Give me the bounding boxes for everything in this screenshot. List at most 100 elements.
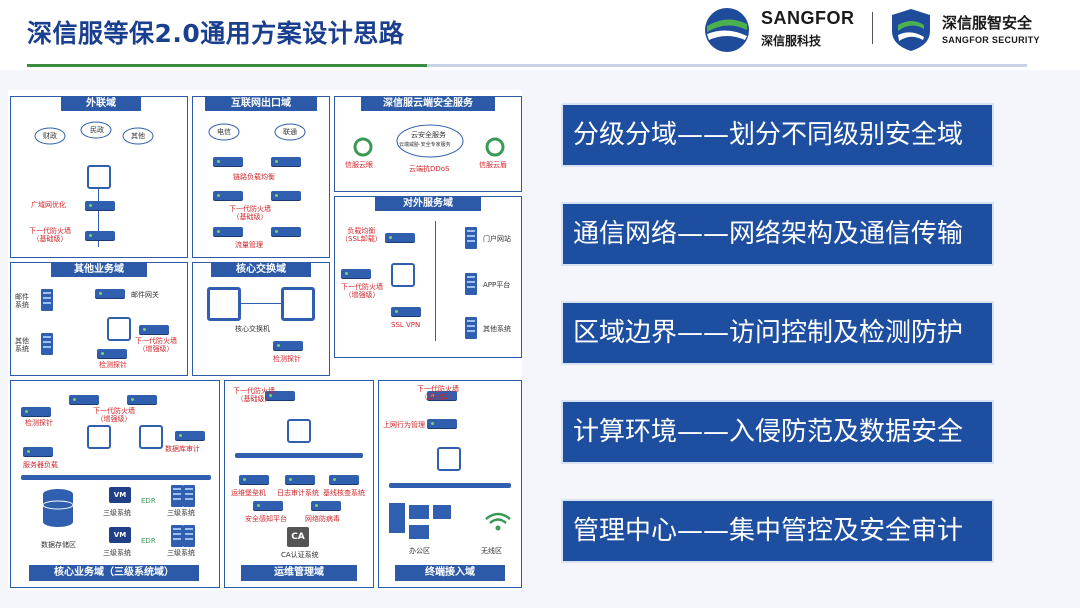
- slb-device: [23, 447, 53, 456]
- principle-text: 管理中心——集中管控及安全审计: [573, 516, 964, 546]
- label-sec-platform: 安全感知平台: [245, 515, 287, 523]
- wifi-icon: [485, 512, 511, 531]
- zone-core-switch-title: 核心交换域: [211, 263, 311, 277]
- label-cloud-eye: 信服云眼: [345, 161, 373, 169]
- log-audit-device: [285, 475, 315, 484]
- label-office: 办公区: [409, 547, 430, 555]
- label-portal: 门户网站: [483, 235, 511, 243]
- zone-external-title: 外联域: [61, 97, 141, 111]
- vm-icon: VM: [109, 527, 131, 543]
- server-icon: [183, 485, 195, 507]
- bastion-device: [239, 475, 269, 484]
- probe-device: [97, 349, 127, 358]
- principle-list: 分级分域——划分不同级别安全域 通信网络——网络架构及通信传输 区域边界——访问…: [561, 103, 994, 598]
- behavior-device: [427, 419, 457, 428]
- principle-item: 计算环境——入侵防范及数据安全: [561, 400, 994, 464]
- principle-text: 通信网络——网络架构及通信传输: [573, 219, 964, 249]
- other-server: [41, 333, 53, 355]
- app-server: [465, 273, 477, 295]
- zone-cloud-service: 深信服云端安全服务 信服云眼 云安全服务 云端威胁·安全专家服务 云端抗DDoS…: [334, 96, 522, 192]
- label-ngfw-basic-ops: 下一代防火墙 （基础级）: [233, 387, 275, 403]
- ngfw-device: [341, 269, 371, 278]
- principle-text: 区域边界——访问控制及检测防护: [573, 318, 964, 348]
- network-diagram: 外联域 财政 民政 其他 广域网优化 下一代防火墙 （基础级） 互联网出口域 电…: [8, 90, 522, 590]
- label-other-systems: 其他系统: [483, 325, 511, 333]
- label-core-switch: 核心交换机: [235, 325, 270, 333]
- principle-item: 管理中心——集中管控及安全审计: [561, 499, 994, 563]
- zone-core-business-title: 核心业务域（三级系统域）: [29, 565, 199, 581]
- label-data-storage: 数据存储区: [41, 541, 76, 549]
- title-divider: [27, 64, 1027, 67]
- label-link-lb: 链路负载均衡: [233, 173, 275, 181]
- server-icon: [171, 525, 183, 547]
- link: [241, 303, 281, 304]
- label-wireless: 无线区: [481, 547, 502, 555]
- zone-core-switch: 核心交换域 核心交换机 检测探针: [192, 262, 330, 376]
- label-probe-1: 检测探针: [99, 361, 127, 369]
- lb-device: [213, 157, 243, 166]
- ngfw-device: [213, 191, 243, 200]
- ngfw-device: [427, 391, 457, 400]
- label-cloud-sec-sub: 云端威胁·安全专家服务: [399, 142, 451, 148]
- label-probe-3: 检测探针: [25, 419, 53, 427]
- brand-security-name: 深信服智安全: [942, 14, 1033, 32]
- label-level3-b: 三级系统: [167, 509, 195, 517]
- zone-internet-exit-title: 互联网出口域: [205, 97, 317, 111]
- zone-public-service-title: 对外服务域: [375, 197, 481, 211]
- vm-icon: VM: [109, 487, 131, 503]
- label-ngfw-enhanced-pub: 下一代防火墙 （增强级）: [341, 283, 383, 299]
- label-qita: 其他: [131, 132, 145, 140]
- label-log-audit: 日志审计系统: [277, 489, 319, 497]
- label-level3-c: 三级系统: [103, 549, 131, 557]
- label-ca: CA认证系统: [281, 551, 319, 559]
- portal-server: [465, 227, 477, 249]
- lb-device: [385, 233, 415, 242]
- server-icon: [171, 485, 183, 507]
- title-bar: 深信服等保2.0通用方案设计思路 SANGFOR 深信服科技 深信服智安全 SA…: [0, 0, 1080, 70]
- brand-name: SANGFOR: [761, 8, 855, 28]
- brand-sub: 深信服科技: [761, 34, 822, 48]
- zone-external: 外联域 财政 民政 其他 广域网优化 下一代防火墙 （基础级）: [10, 96, 188, 258]
- label-bastion: 运维堡垒机: [231, 489, 266, 497]
- zone-internet-exit: 互联网出口域 电信 联通 链路负载均衡 下一代防火墙 （基础级） 流量管理: [192, 96, 330, 258]
- label-wan-opt: 广域网优化: [31, 201, 66, 209]
- label-ngfw-basic-2: 下一代防火墙 （基础级）: [229, 205, 271, 221]
- baseline-device: [329, 475, 359, 484]
- sangfor-logo: SANGFOR 深信服科技: [703, 6, 858, 54]
- label-minzheng: 民政: [90, 126, 104, 134]
- switch-icon: [87, 165, 111, 189]
- label-server-lb: 服务器负载: [23, 461, 58, 469]
- zone-terminal-title: 终端接入域: [395, 565, 505, 581]
- other-server: [465, 317, 477, 339]
- cloud-icon: [122, 127, 154, 145]
- switch-icon: [139, 425, 163, 449]
- ngfw-device: [69, 395, 99, 404]
- label-baseline: 基线核查系统: [323, 489, 365, 497]
- zone-public-service: 对外服务域 负载均衡 （SSL卸载） 下一代防火墙 （增强级） SSL VPN …: [334, 196, 522, 358]
- switch-icon: [391, 263, 415, 287]
- link: [98, 187, 99, 247]
- label-app-platform: APP平台: [483, 281, 511, 289]
- zone-ops-title: 运维管理域: [241, 565, 357, 581]
- logo-separator: [872, 12, 873, 44]
- label-caizheng: 财政: [43, 132, 57, 140]
- traffic-device: [271, 227, 301, 236]
- principle-item: 区域边界——访问控制及检测防护: [561, 301, 994, 365]
- edr-label: EDR: [141, 537, 156, 545]
- edr-label: EDR: [141, 497, 156, 505]
- traffic-device: [213, 227, 243, 236]
- cloud-icon: [274, 123, 306, 141]
- db-audit-device: [175, 431, 205, 440]
- terminal-bus: [389, 483, 511, 488]
- zone-other-business-title: 其他业务域: [51, 263, 147, 277]
- ngfw-device: [265, 391, 295, 400]
- cloud-icon: [80, 121, 112, 139]
- shield-logo-icon: [892, 9, 930, 51]
- label-other-system: 其他 系统: [15, 337, 29, 353]
- label-traffic-mgmt: 流量管理: [235, 241, 263, 249]
- switch-icon: [87, 425, 111, 449]
- zone-core-business: 检测探针 下一代防火墙 （增强级） 服务器负载 数据库审计 数据存储区 VM 三…: [10, 380, 220, 588]
- zone-other-business: 其他业务域 邮件 系统 邮件网关 其他 系统 下一代防火墙 （增强级） 检测探针: [10, 262, 188, 376]
- ngfw-device: [85, 231, 115, 240]
